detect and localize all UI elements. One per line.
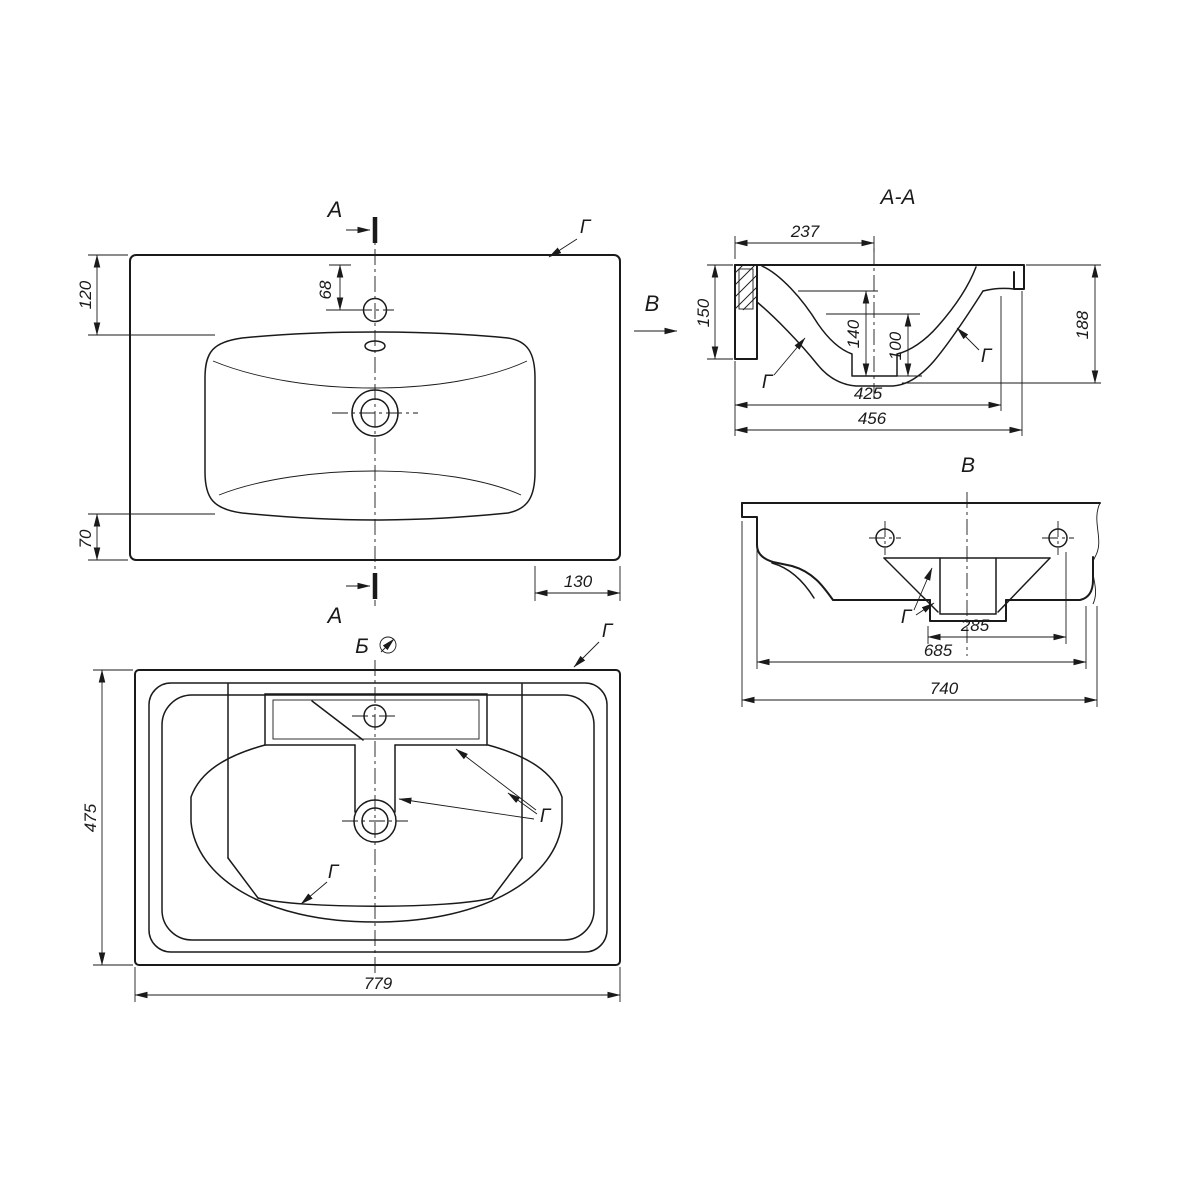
viewb-surface-callout: Г <box>901 567 935 628</box>
dim-779-label: 779 <box>364 974 393 993</box>
dim-285-label: 285 <box>960 616 990 635</box>
bottom-view-title: Б <box>355 635 369 658</box>
viewb-left-profile <box>741 502 931 601</box>
dim-100-label: 100 <box>886 331 905 360</box>
surface-g-top-label: Г <box>602 621 614 642</box>
section-a-label-bottom: А <box>326 603 343 628</box>
dim-70: 70 <box>76 513 215 561</box>
bottom-rib-outline-1 <box>148 682 608 953</box>
surface-g-right-label: Г <box>981 346 993 367</box>
dim-68-label: 68 <box>316 280 335 299</box>
basin-cavity-profile <box>761 265 977 377</box>
right-rim-hook <box>1012 264 1025 290</box>
view-b-arrow-label: В <box>645 291 660 316</box>
viewb-recess-left-slant <box>883 557 939 613</box>
surface-g-bottom-label: Г <box>328 862 340 883</box>
break-line <box>1091 502 1101 605</box>
top-view: А А В Г 120 68 70 <box>76 197 678 628</box>
surface-g-mid-label: Г <box>540 806 552 827</box>
section-aa-title: А-А <box>878 186 915 209</box>
dim-475-label: 475 <box>81 803 100 832</box>
viewb-recess-right-slant <box>997 557 1051 613</box>
basin-front-contour <box>218 470 522 496</box>
bottom-view: Б <box>81 621 621 1002</box>
dim-779: 779 <box>134 967 621 1002</box>
section-aa-view: А-А 237 150 14 <box>694 186 1101 436</box>
basin-back-contour <box>212 360 528 389</box>
dim-425: 425 <box>734 296 1002 436</box>
right-rim-underside <box>982 287 1015 292</box>
dim-150: 150 <box>694 264 733 360</box>
dim-130-label: 130 <box>564 572 593 591</box>
deck-rib <box>311 700 364 741</box>
viewb-drain-box <box>939 557 997 615</box>
dim-456-label: 456 <box>858 409 887 428</box>
surface-g-left-label: Г <box>762 372 774 393</box>
dim-685: 685 <box>756 548 1087 669</box>
bottom-centerlines <box>342 660 408 976</box>
view-b: В Г 285 <box>741 454 1101 707</box>
dim-425-label: 425 <box>854 384 883 403</box>
viewb-centerlines <box>869 492 1074 656</box>
viewb-inner-slope <box>771 562 815 599</box>
dim-150-label: 150 <box>694 298 713 327</box>
dim-140: 140 <box>798 290 878 377</box>
top-view-surface-callout: Г <box>548 217 592 258</box>
flange-cut-face <box>738 268 754 310</box>
faucet-deck-underside <box>264 693 488 746</box>
dim-188: 188 <box>902 264 1101 384</box>
dim-140-label: 140 <box>844 319 863 348</box>
dim-740-label: 740 <box>930 679 959 698</box>
bottom-outer-outline <box>134 669 621 966</box>
dim-237-label: 237 <box>790 222 820 241</box>
dim-70-label: 70 <box>76 529 95 548</box>
dim-68: 68 <box>316 264 360 311</box>
dim-130: 130 <box>534 566 621 601</box>
dim-120: 120 <box>76 254 215 336</box>
view-b-title: В <box>961 454 975 477</box>
basin-underside <box>190 683 563 923</box>
dim-475: 475 <box>81 669 133 966</box>
bottom-rib-outline-2 <box>161 694 595 941</box>
view-rotation-arrow-icon <box>380 638 395 653</box>
section-a-label-top: А <box>326 197 343 222</box>
left-flange <box>734 264 758 360</box>
basin-rim-outline <box>204 331 536 521</box>
dim-237: 237 <box>734 222 875 259</box>
bottom-view-title-group: Б <box>355 635 397 658</box>
bottom-surface-callouts: Г Г Г <box>300 621 614 905</box>
view-b-direction: В <box>634 291 678 335</box>
dim-100: 100 <box>826 313 922 377</box>
dim-685-label: 685 <box>924 641 953 660</box>
hatching <box>734 264 758 311</box>
surface-g-label-viewb: Г <box>901 607 913 628</box>
dim-188-label: 188 <box>1073 310 1092 339</box>
top-view-centerlines <box>332 222 418 606</box>
basin-shell-profile <box>756 290 984 387</box>
dim-285: 285 <box>927 552 1067 644</box>
viewb-right-profile <box>1005 556 1094 601</box>
dim-740: 740 <box>741 521 1098 707</box>
section-surface-callouts: Г Г <box>762 327 993 393</box>
section-a-cutting-marks: А А <box>326 197 378 628</box>
dim-120-label: 120 <box>76 280 95 309</box>
view-rotation-icon <box>379 636 397 654</box>
surface-g-label: Г <box>580 217 592 238</box>
dim-456: 456 <box>734 291 1023 436</box>
